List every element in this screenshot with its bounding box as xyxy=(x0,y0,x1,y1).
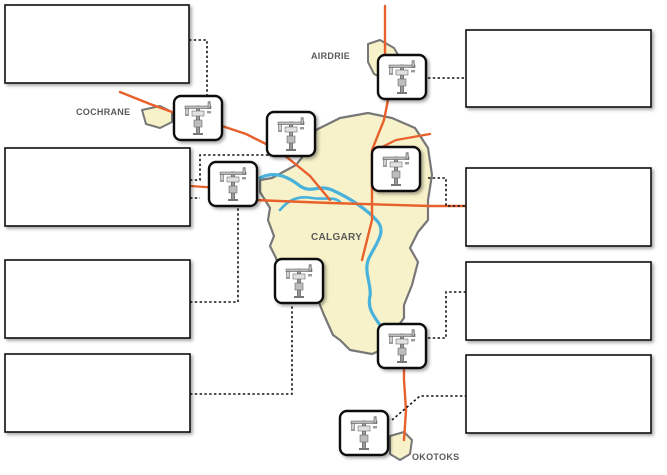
info-box-top-right xyxy=(465,29,652,108)
cochrane-label: COCHRANE xyxy=(76,107,130,117)
info-box-bottom-right xyxy=(465,354,652,434)
info-box-lower-left xyxy=(4,259,191,339)
weather-station-icon-airdrie[interactable] xyxy=(376,53,428,101)
weather-station-icon-southwest[interactable] xyxy=(273,257,325,305)
weather-station-icon-cochrane[interactable] xyxy=(172,94,224,142)
okotoks-label: OKOTOKS xyxy=(412,452,459,462)
weather-station-icon-northwest[interactable] xyxy=(265,110,317,158)
weather-station-icon-south[interactable] xyxy=(376,322,428,370)
airdrie-label: AIRDRIE xyxy=(311,51,350,61)
info-box-mid-right xyxy=(465,167,652,247)
weather-station-icon-west[interactable] xyxy=(207,160,259,208)
info-box-mid-left xyxy=(4,147,191,227)
info-box-lower-right xyxy=(465,261,652,341)
connector-lines xyxy=(189,39,466,421)
bow-river xyxy=(258,173,386,334)
info-box-top-left xyxy=(4,4,190,84)
info-box-bottom-left xyxy=(4,353,191,433)
cochrane-town-area xyxy=(141,105,173,129)
road-cochrane xyxy=(118,90,332,202)
weather-station-icon-northeast[interactable] xyxy=(370,145,422,193)
okotoks-town-area xyxy=(389,431,413,461)
calgary-label: CALGARY xyxy=(311,232,362,243)
weather-station-icon-okotoks[interactable] xyxy=(338,409,390,457)
